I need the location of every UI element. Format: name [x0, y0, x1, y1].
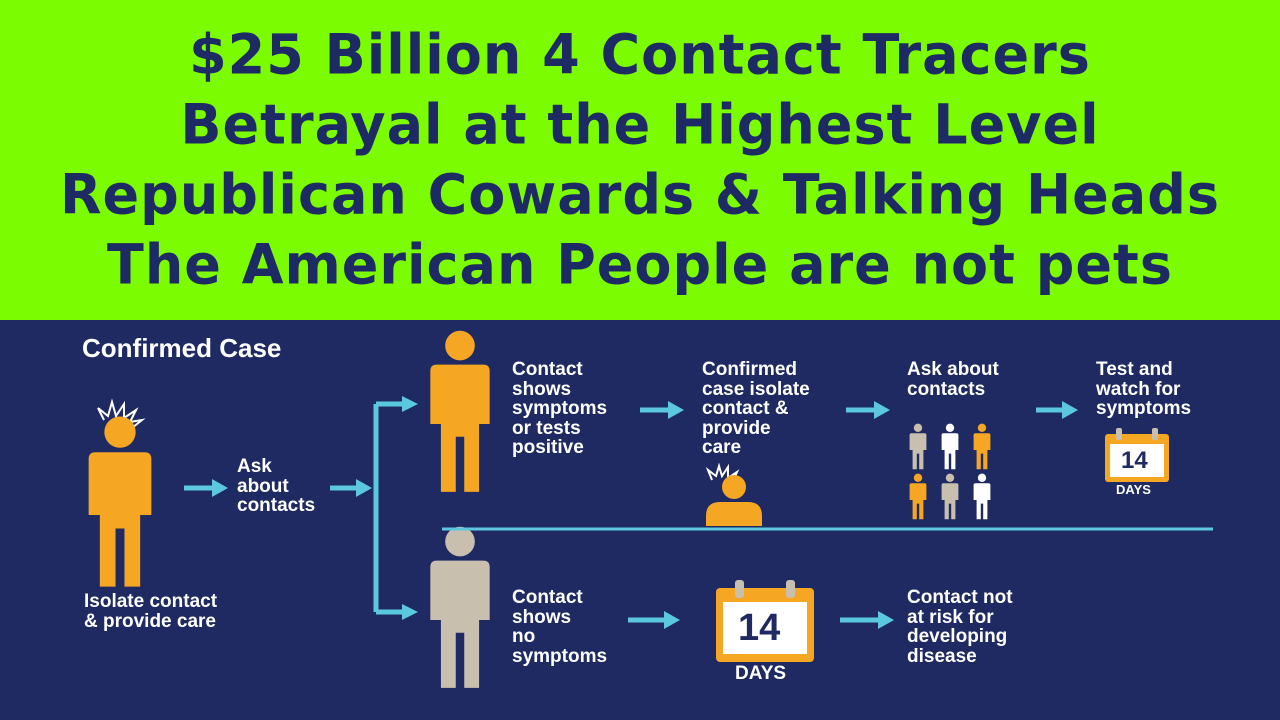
contact-asymptomatic-person-icon — [430, 526, 490, 688]
small-calendar-number: 14 — [1121, 447, 1148, 474]
not-at-risk-label: Contact not at risk for developing disea… — [907, 587, 1013, 667]
contact-tracing-diagram: Confirmed Case Ask about contacts Isolat… — [0, 320, 1280, 720]
large-calendar-unit: DAYS — [735, 663, 787, 684]
headline-line-3: Republican Cowards & Talking Heads — [59, 162, 1221, 227]
calendar-small-icon — [1105, 428, 1169, 482]
confirmed-case-person-icon — [88, 398, 152, 587]
arrow-icon — [1036, 401, 1078, 419]
arrow-icon — [846, 401, 890, 419]
headline-line-4: The American People are not pets — [107, 232, 1173, 297]
isolated-case-icon — [705, 462, 762, 526]
ask-about-contacts-label: Ask about contacts — [907, 359, 999, 400]
contact-symptomatic-person-icon — [430, 330, 490, 492]
diagram-graphics — [88, 330, 1213, 688]
diagram-title: Confirmed Case — [82, 333, 282, 363]
large-calendar-number: 14 — [738, 607, 781, 649]
arrow-icon — [184, 479, 228, 497]
ask-contacts-label: Ask about contacts — [237, 456, 316, 516]
calendar-large-icon — [716, 580, 814, 662]
arrow-icon — [330, 479, 372, 497]
arrow-icon — [840, 611, 894, 629]
headline-line-1: $25 Billion 4 Contact Tracers — [189, 22, 1091, 87]
flow-arrows — [184, 401, 1078, 629]
isolate-care-label: Confirmed case isolate contact & provide… — [702, 359, 810, 458]
branch-connector — [373, 401, 404, 615]
small-calendar-unit: DAYS — [1116, 482, 1151, 497]
symptoms-label: Contact shows symptoms or tests positive — [512, 359, 608, 458]
contacts-group-icon — [909, 423, 991, 520]
headline-banner: $25 Billion 4 Contact Tracers Betrayal a… — [0, 0, 1280, 320]
test-watch-label: Test and watch for symptoms — [1096, 359, 1192, 419]
arrow-heads — [402, 396, 418, 620]
isolate-contact-label: Isolate contact & provide care — [84, 591, 218, 632]
arrow-icon — [640, 401, 684, 419]
headline-line-2: Betrayal at the Highest Level — [180, 92, 1100, 157]
arrow-icon — [628, 611, 680, 629]
no-symptoms-label: Contact shows no symptoms — [512, 587, 608, 667]
